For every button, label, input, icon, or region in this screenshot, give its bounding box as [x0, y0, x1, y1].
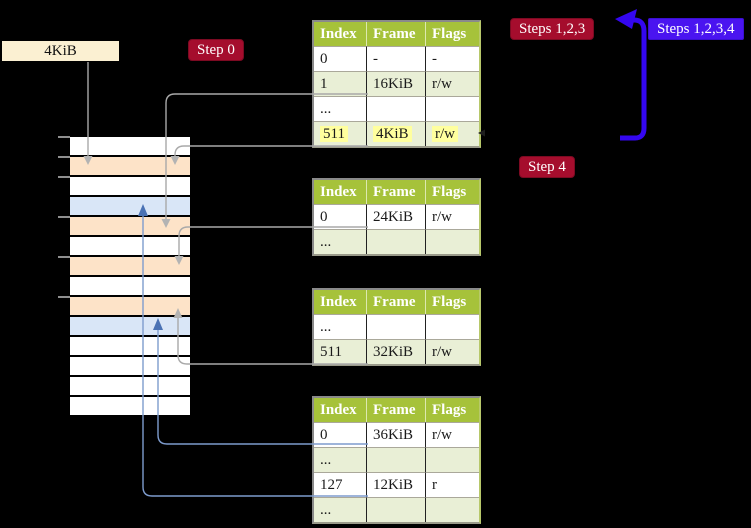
- table-row: 0 24KiB r/w: [314, 204, 479, 229]
- cell-frame: 16KiB: [367, 71, 426, 96]
- cell-index: 1: [314, 71, 367, 96]
- index-header: Index: [314, 398, 367, 422]
- cell-index: 511: [314, 121, 367, 146]
- step0-badge: Step 0: [188, 39, 244, 61]
- cell-flags: -: [426, 46, 479, 71]
- address-tick: [58, 256, 70, 258]
- cell-index: 0: [314, 422, 367, 447]
- frame-header: Frame: [367, 22, 426, 46]
- table-row: 0 36KiB r/w: [314, 422, 479, 447]
- cell-frame: 36KiB: [367, 422, 426, 447]
- frame-size-label: 4KiB: [2, 41, 119, 61]
- cell-frame: 4KiB: [367, 121, 426, 146]
- table-header-row: Index Frame Flags: [314, 398, 479, 422]
- cell-flags: [426, 96, 479, 121]
- cell-index: ...: [314, 96, 367, 121]
- memory-row-free: [70, 397, 190, 415]
- cell-index: 511: [314, 339, 367, 364]
- page-table-4: Index Frame Flags 0 36KiB r/w ... 127 12…: [312, 396, 481, 524]
- table-row: 0 - -: [314, 46, 479, 71]
- cell-index: ...: [314, 497, 367, 522]
- flags-header: Flags: [426, 180, 479, 204]
- index-header: Index: [314, 180, 367, 204]
- cell-index: 127: [314, 472, 367, 497]
- cell-frame: 12KiB: [367, 472, 426, 497]
- cell-frame: -: [367, 46, 426, 71]
- memory-row-free: [70, 357, 190, 375]
- cell-frame: [367, 229, 426, 254]
- flags-header: Flags: [426, 398, 479, 422]
- memory-row-free: [70, 177, 190, 195]
- cell-frame: 24KiB: [367, 204, 426, 229]
- page-table-2: Index Frame Flags 0 24KiB r/w ...: [312, 178, 481, 256]
- index-header: Index: [314, 290, 367, 314]
- flags-header: Flags: [426, 22, 479, 46]
- cell-flags: [426, 497, 479, 522]
- cell-frame: 32KiB: [367, 339, 426, 364]
- frame-header: Frame: [367, 180, 426, 204]
- memory-row-free: [70, 237, 190, 255]
- address-tick: [58, 216, 70, 218]
- highlight-mark: 511: [320, 125, 348, 142]
- address-tick: [58, 296, 70, 298]
- cell-flags: [426, 314, 479, 339]
- steps-loop-arrow: [620, 17, 647, 141]
- cell-flags: r/w: [426, 422, 479, 447]
- cell-frame: [367, 447, 426, 472]
- cell-frame: [367, 497, 426, 522]
- table-row: ...: [314, 447, 479, 472]
- table-row: 1 16KiB r/w: [314, 71, 479, 96]
- page-table-1: Index Frame Flags 0 - - 1 16KiB r/w ... …: [312, 20, 481, 148]
- cell-frame: [367, 96, 426, 121]
- cell-flags: r: [426, 472, 479, 497]
- address-tick: [58, 176, 70, 178]
- index-header: Index: [314, 22, 367, 46]
- memory-row-page: [70, 197, 190, 215]
- cell-flags: r/w: [426, 71, 479, 96]
- table-row: 127 12KiB r: [314, 472, 479, 497]
- table-header-row: Index Frame Flags: [314, 22, 479, 46]
- memory-row-table: [70, 297, 190, 315]
- cell-index: ...: [314, 229, 367, 254]
- highlight-mark: r/w: [432, 125, 458, 142]
- table-row-highlighted: 511 4KiB r/w: [314, 121, 479, 146]
- cell-index: 0: [314, 204, 367, 229]
- memory-row-table: [70, 157, 190, 175]
- cell-flags: r/w: [426, 339, 479, 364]
- memory-row-page: [70, 317, 190, 335]
- memory-row-table: [70, 257, 190, 275]
- memory-row-free: [70, 277, 190, 295]
- cell-flags: r/w: [426, 121, 479, 146]
- table-header-row: Index Frame Flags: [314, 290, 479, 314]
- cell-frame: [367, 314, 426, 339]
- table-row: ...: [314, 314, 479, 339]
- cell-flags: r/w: [426, 204, 479, 229]
- memory-row-free: [70, 337, 190, 355]
- address-tick: [58, 156, 70, 158]
- step4-badge: Step 4: [519, 156, 575, 178]
- steps123-badge: Steps 1,2,3: [510, 18, 595, 40]
- flags-header: Flags: [426, 290, 479, 314]
- highlight-mark: 4KiB: [373, 125, 412, 142]
- address-tick: [58, 136, 70, 138]
- frame-header: Frame: [367, 398, 426, 422]
- cell-index: 0: [314, 46, 367, 71]
- cell-flags: [426, 447, 479, 472]
- frame-header: Frame: [367, 290, 426, 314]
- cell-flags: [426, 229, 479, 254]
- arrow-left-icon: [615, 9, 637, 29]
- cell-index: ...: [314, 447, 367, 472]
- table-row: 511 32KiB r/w: [314, 339, 479, 364]
- memory-row-free: [70, 137, 190, 155]
- memory-row-table: [70, 217, 190, 235]
- table-header-row: Index Frame Flags: [314, 180, 479, 204]
- memory-row-free: [70, 377, 190, 395]
- page-table-3: Index Frame Flags ... 511 32KiB r/w: [312, 288, 481, 366]
- memory-stack: [70, 137, 190, 415]
- table-row: ...: [314, 96, 479, 121]
- table-row: ...: [314, 229, 479, 254]
- cell-index: ...: [314, 314, 367, 339]
- steps1234-badge: Steps 1,2,3,4: [648, 18, 744, 40]
- table-row: ...: [314, 497, 479, 522]
